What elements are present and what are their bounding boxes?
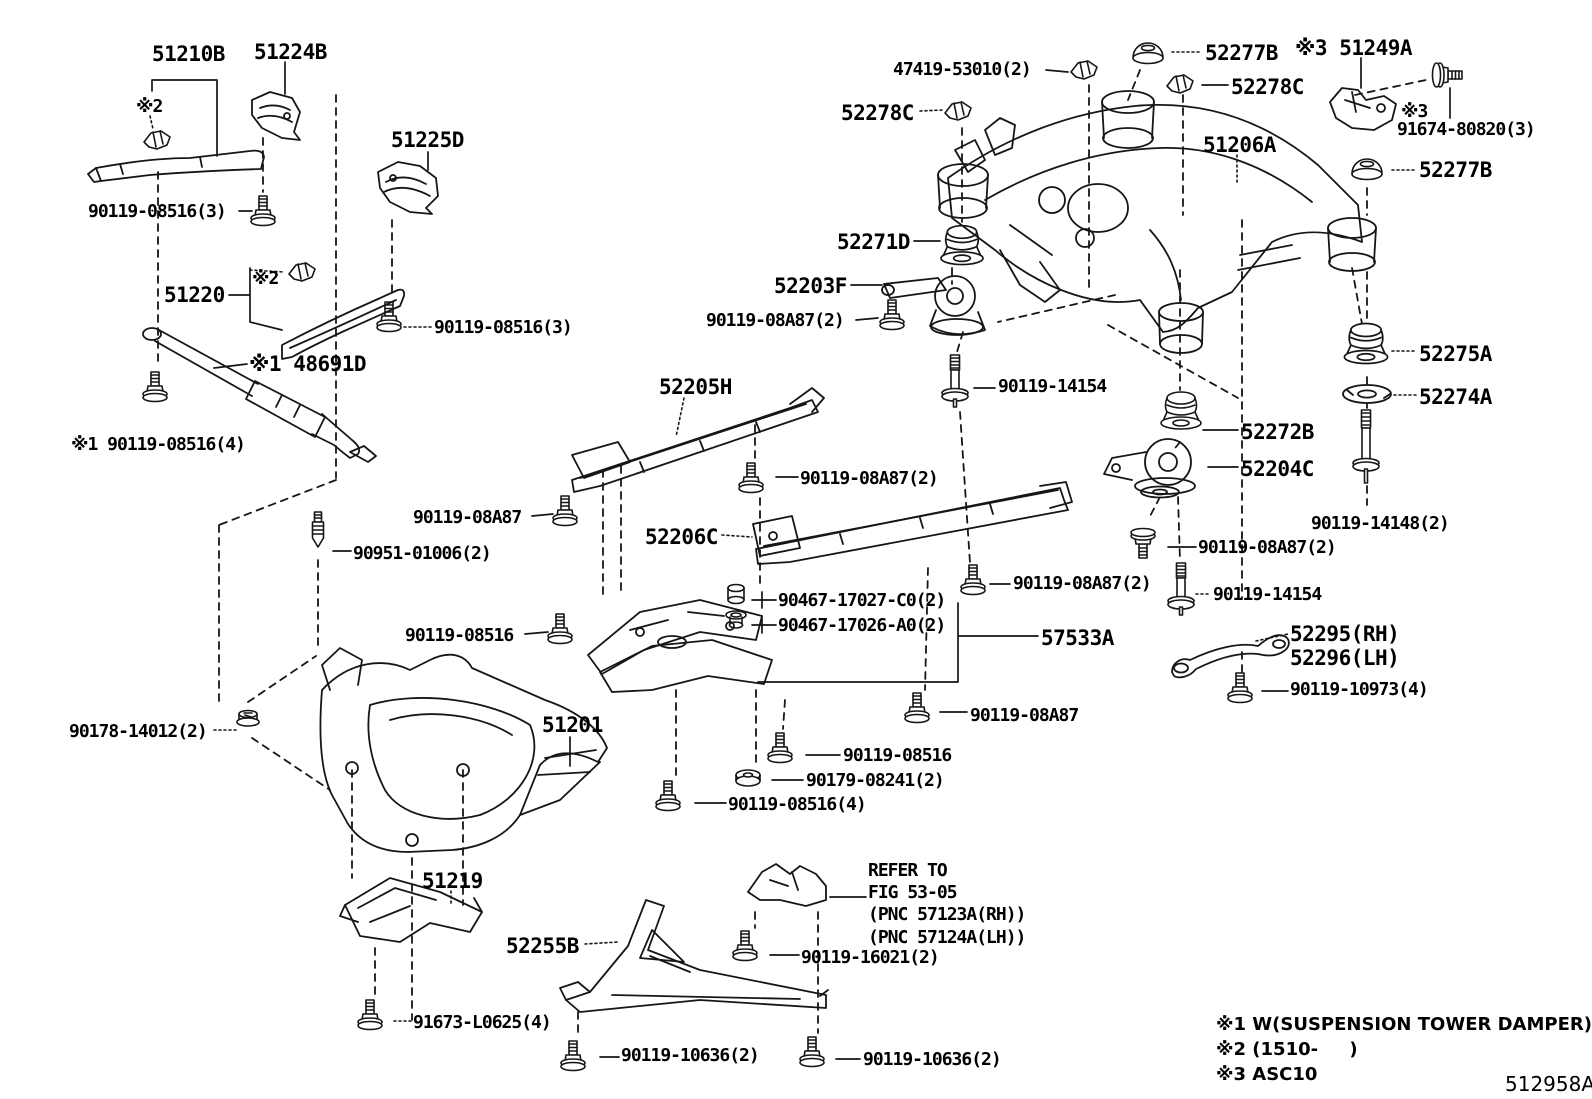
stay-51220 [281, 288, 406, 360]
callout-52275a: 52275A [1419, 342, 1492, 366]
stay-51210b [87, 149, 265, 183]
callout-90119-08a87-midleft: 90119-08A87 [413, 507, 522, 528]
callout-90951-01006: 90951-01006(2) [353, 543, 492, 564]
callout-90119-10636-right: 90119-10636(2) [863, 1049, 1002, 1070]
callout-mark3: ※3 [1401, 101, 1428, 122]
brace-52206c [752, 481, 1073, 565]
arm-52203f [881, 275, 986, 336]
callout-90119-08516x3-left: 90119-08516(3) [88, 201, 227, 222]
callout-refer-line1: REFER TO [868, 860, 948, 881]
callout-52278c-left: 52278C [841, 101, 914, 125]
callout-mark2-mid: ※2 [252, 268, 279, 289]
callout-52277b-top: 52277B [1205, 41, 1278, 65]
callout-52274a: 52274A [1419, 385, 1492, 409]
callout-90467-17027: 90467-17027-C0(2) [778, 590, 946, 611]
member-51206a [937, 90, 1377, 354]
callout-52255b: 52255B [506, 934, 579, 958]
legend-note-2: ※2 (1510- ) [1216, 1039, 1358, 1060]
bracket-51249a [1329, 87, 1397, 131]
callout-90467-17026: 90467-17026-A0(2) [778, 615, 946, 636]
callout-91673-l0625: 91673-L0625(4) [413, 1012, 552, 1033]
callout-51210b: 51210B [152, 42, 225, 66]
callout-52278c-right: 52278C [1231, 75, 1304, 99]
legend-note-1: ※1 W(SUSPENSION TOWER DAMPER) [1216, 1014, 1592, 1035]
callout-48691d: ※1 48691D [249, 352, 367, 376]
plate-57533a [587, 599, 773, 693]
callout-90119-08516x4-damper: ※1 90119-08516(4) [71, 434, 246, 455]
callout-52277b-mid: 52277B [1419, 158, 1492, 182]
callout-90119-08a87x2-center: 90119-08A87(2) [1013, 573, 1152, 594]
bracket-51224b [251, 91, 301, 141]
legend-note-3: ※3 ASC10 [1216, 1064, 1318, 1085]
callout-57533a: 57533A [1041, 626, 1114, 650]
brace-52255b [559, 899, 829, 1013]
callout-51220: 51220 [164, 283, 225, 307]
callout-90119-14148: 90119-14148(2) [1311, 513, 1450, 534]
stay-52295 [1171, 634, 1290, 679]
callout-90119-08a87x2-brace: 90119-08A87(2) [800, 468, 939, 489]
callout-52272b: 52272B [1241, 420, 1314, 444]
callout-51224b: 51224B [254, 40, 327, 64]
callout-91674-80820: 91674-80820(3) [1397, 119, 1536, 140]
callout-90179-08241: 90179-08241(2) [806, 770, 945, 791]
bracket-57123a [747, 863, 827, 907]
callout-refer-line3: (PNC 57123A(RH)) [868, 904, 1026, 925]
callout-52296: 52296(LH) [1290, 646, 1400, 670]
callout-refer-line4: (PNC 57124A(LH)) [868, 927, 1026, 948]
callout-52204c: 52204C [1241, 457, 1314, 481]
callout-90119-14154-right: 90119-14154 [1213, 584, 1322, 605]
callout-51201: 51201 [542, 713, 603, 737]
bracket-51225d [377, 161, 439, 215]
callout-52206c: 52206C [645, 525, 718, 549]
callout-51206a: 51206A [1203, 133, 1276, 157]
callout-90119-08a87-bottom: 90119-08A87 [970, 705, 1079, 726]
callout-90119-08516-mid: 90119-08516 [405, 625, 514, 646]
callout-90119-08a87x2-arm: 90119-08A87(2) [706, 310, 845, 331]
callout-90119-08516-bottom: 90119-08516 [843, 745, 952, 766]
plate-51219 [339, 877, 483, 943]
callout-52205h: 52205H [659, 375, 732, 399]
figure-code: 512958A [1505, 1072, 1592, 1096]
callout-90119-08516x4-bottom: 90119-08516(4) [728, 794, 867, 815]
callout-51219: 51219 [422, 869, 483, 893]
callout-mark2-top: ※2 [136, 96, 163, 117]
brace-52205h [571, 387, 825, 493]
callout-47419-53010: 47419-53010(2) [893, 59, 1032, 80]
callout-90119-16021: 90119-16021(2) [801, 947, 940, 968]
callout-90119-08516x3-right: 90119-08516(3) [434, 317, 573, 338]
crossmember-51201 [319, 647, 608, 853]
callout-52271d: 52271D [837, 230, 910, 254]
callout-refer-line2: FIG 53-05 [868, 882, 958, 903]
damper-48691d [142, 327, 377, 463]
callout-90119-10973: 90119-10973(4) [1290, 679, 1429, 700]
callout-90119-14154-center: 90119-14154 [998, 376, 1107, 397]
callout-90178-14012: 90178-14012(2) [69, 721, 208, 742]
callout-90119-08a87x2-right: 90119-08A87(2) [1198, 537, 1337, 558]
callout-52295: 52295(RH) [1290, 622, 1400, 646]
bracket-52204c [1103, 438, 1196, 495]
callout-51225d: 51225D [391, 128, 464, 152]
callout-51249a: ※3 51249A [1295, 36, 1413, 60]
callout-90119-10636-left: 90119-10636(2) [621, 1045, 760, 1066]
callout-52203f: 52203F [774, 274, 847, 298]
